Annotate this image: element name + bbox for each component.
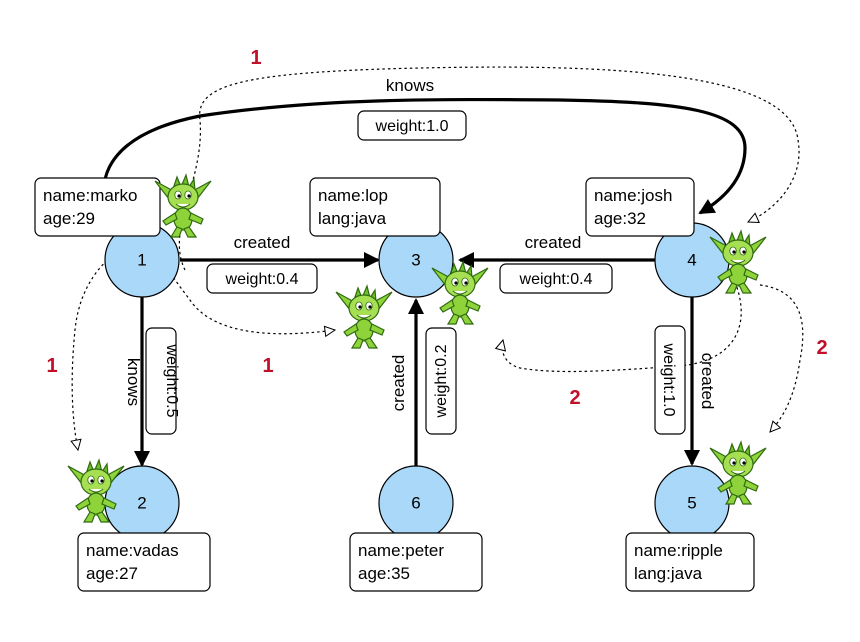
edge-1-to-4-label: knows (386, 76, 434, 95)
node-3-id: 3 (411, 250, 420, 269)
edge-1-to-2-weight-box (145, 327, 177, 435)
traversal-path-4-to-5 (759, 284, 804, 432)
node-3-prop-lang: lang:java (318, 209, 387, 228)
node-5-prop-name: name:ripple (634, 541, 723, 560)
traversal-path-4-to-3 (502, 281, 742, 373)
node-6-prop-name: name:peter (358, 541, 444, 560)
node-1-prop-name: name:marko (43, 186, 137, 205)
node-3-props-box (309, 177, 441, 237)
edge-1-to-3-weight-box (206, 263, 318, 294)
step-label-1-left: 1 (46, 355, 57, 377)
node-4-props-box (585, 177, 695, 237)
edge-1-to-4-weight: weight:1.0 (375, 118, 449, 135)
node-3-prop-name: name:lop (318, 186, 388, 205)
edge-6-to-3-label: created (389, 355, 408, 412)
edge-4-to-3-weight: weight:0.4 (519, 271, 593, 288)
node-5-props-box (625, 532, 755, 592)
edge-1-to-3-weight: weight:0.4 (225, 271, 299, 288)
traversal-path-1-to-4 (178, 66, 800, 271)
node-1-props-box (34, 177, 161, 237)
edge-1-to-2-label: knows (124, 358, 143, 406)
property-boxes: name:marko age:29 name:lop lang:java nam… (34, 177, 755, 592)
node-2-id: 2 (137, 493, 146, 512)
node-1-id: 1 (137, 250, 146, 269)
node-5-id: 5 (687, 493, 696, 512)
edge-1-to-3-label: created (234, 233, 291, 252)
graph-edges (102, 97, 747, 470)
node-2-prop-name: name:vadas (86, 541, 179, 560)
edge-4-to-3-weight-box (499, 263, 613, 294)
edge-4-to-3-label: created (525, 233, 582, 252)
node-4-id: 4 (687, 250, 696, 269)
edge-4-to-5-label: created (698, 353, 717, 410)
node-1-prop-age: age:29 (43, 209, 95, 228)
edge-labels: knows weight:1.0 created weight:0.4 crea… (124, 76, 717, 435)
node-6-prop-age: age:35 (358, 564, 410, 583)
step-label-1-top: 1 (250, 47, 261, 69)
step-label-1-center: 1 (262, 355, 273, 377)
edge-4-to-5-weight: weight:1.0 (660, 343, 677, 417)
node-6-id: 6 (411, 493, 420, 512)
step-label-2-center: 2 (569, 387, 580, 409)
step-label-2-right: 2 (816, 337, 827, 359)
node-2-props-box (77, 532, 211, 592)
graph-nodes: 1 3 4 2 6 5 (104, 222, 730, 541)
edge-6-to-3-weight: weight:0.2 (433, 344, 450, 418)
node-2-prop-age: age:27 (86, 564, 138, 583)
goblin-icon (154, 174, 212, 238)
node-4-prop-age: age:32 (594, 209, 646, 228)
goblin-icon (335, 285, 393, 349)
edge-4-to-5-weight-box (654, 325, 686, 435)
edge-6-to-3-weight-box (425, 327, 457, 435)
node-4-prop-name: name:josh (594, 186, 672, 205)
edge-1-to-4-weight-box (357, 110, 467, 141)
edge-1-to-4 (102, 97, 747, 219)
node-6-props-box (349, 532, 483, 592)
edge-1-to-2-weight: weight:0.5 (163, 344, 180, 418)
traversal-step-labels: 1 1 1 2 2 (46, 47, 827, 409)
node-5-prop-lang: lang:java (634, 564, 703, 583)
